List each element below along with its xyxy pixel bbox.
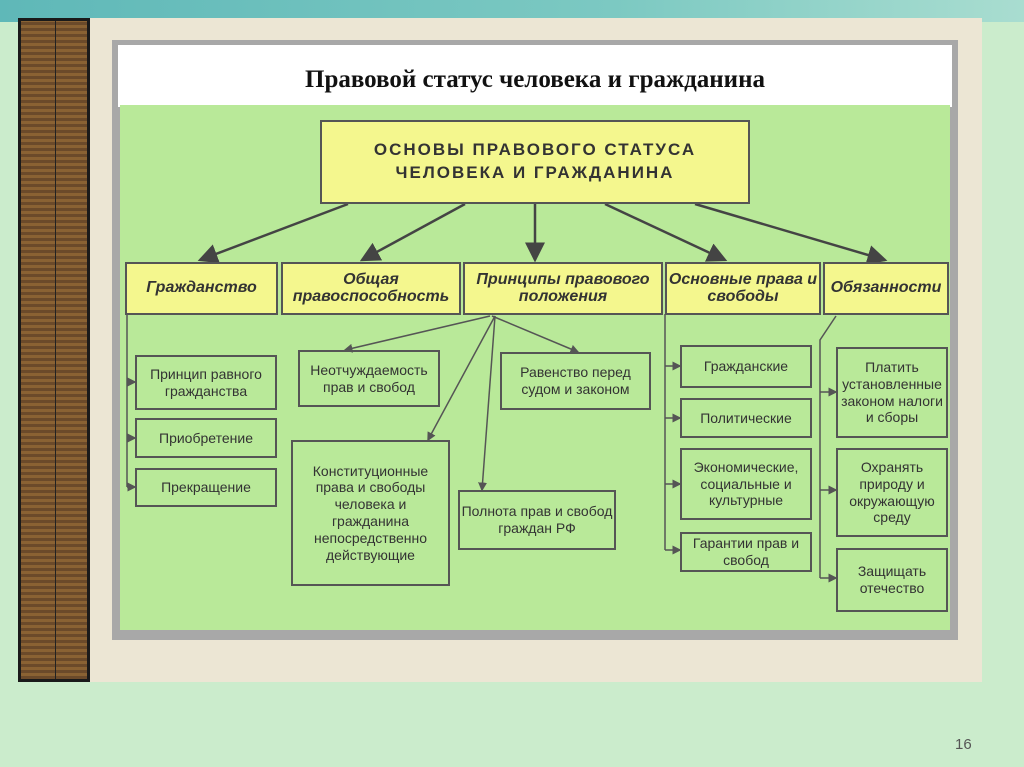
principle-item: Полнота прав и свобод граждан РФ (458, 490, 616, 550)
category-citizenship: Гражданство (125, 262, 278, 315)
rights-item: Гарантии прав и свобод (680, 532, 812, 572)
category-legal-capacity: Общая правоспособность (281, 262, 461, 315)
page-number: 16 (955, 736, 972, 753)
category-rights: Основные права и свободы (665, 262, 821, 315)
rights-item: Политические (680, 398, 812, 438)
root-box: ОСНОВЫ ПРАВОВОГО СТАТУСА ЧЕЛОВЕКА И ГРАЖ… (320, 120, 750, 204)
rights-item: Экономические, социальные и культурные (680, 448, 812, 520)
duty-item: Платить установленные законом налоги и с… (836, 347, 948, 438)
slide-title: Правовой статус человека и гражданина (305, 66, 765, 93)
principle-item: Неотчуждаемость прав и свобод (298, 350, 440, 407)
citizenship-item: Приобретение (135, 418, 277, 458)
category-duties: Обязанности (823, 262, 949, 315)
principle-item: Равенство перед судом и законом (500, 352, 651, 410)
rights-item: Гражданские (680, 345, 812, 388)
film-strip-decor (18, 18, 90, 682)
category-principles: Принципы правового положения (463, 262, 663, 315)
principle-item: Конституционные права и свободы человека… (291, 440, 450, 586)
citizenship-item: Прекращение (135, 468, 277, 507)
title-area (118, 45, 952, 107)
top-decor-band (0, 0, 1024, 22)
duty-item: Защищать отечество (836, 548, 948, 612)
citizenship-item: Принцип равного гражданства (135, 355, 277, 410)
duty-item: Охранять природу и окружающую среду (836, 448, 948, 537)
